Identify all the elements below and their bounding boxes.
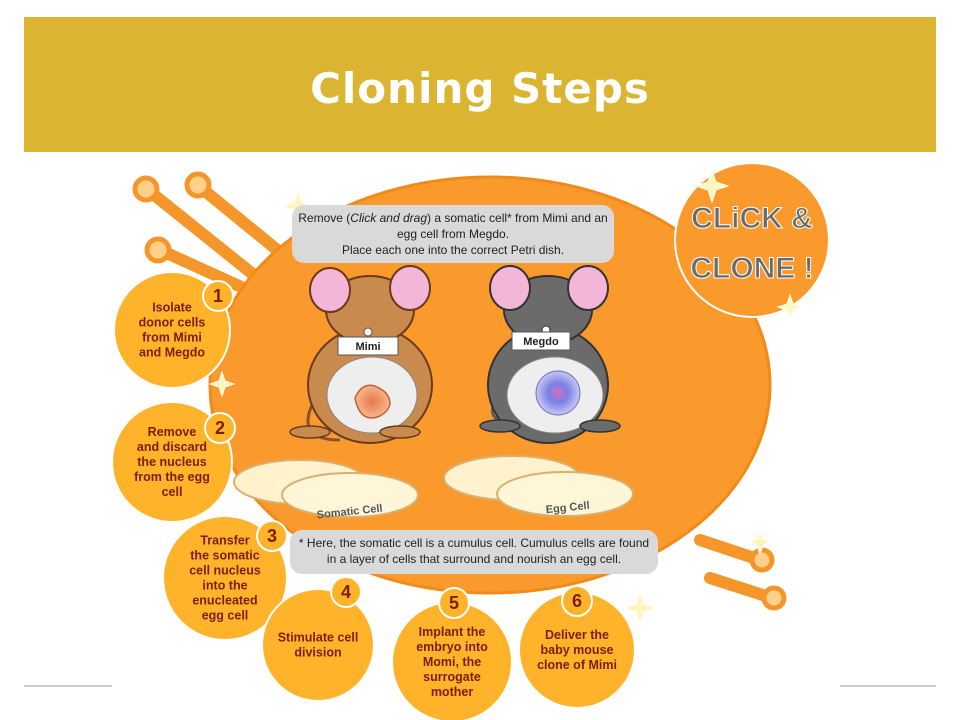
step-number-badge [561, 585, 593, 617]
step-text-line: cell nucleus [189, 564, 261, 578]
footer-rule-left [24, 685, 112, 687]
brand-line2: CLONE ! [690, 252, 813, 285]
step-number: 4 [341, 582, 351, 602]
step-text-line: the nucleus [137, 455, 207, 469]
step-text-line: enucleated [192, 594, 257, 608]
step-number-badge [330, 576, 362, 608]
step-text-line: egg cell [202, 609, 249, 623]
step-text-line: and Megdo [139, 346, 205, 360]
step-text-line: baby mouse [541, 643, 614, 657]
step-text-line: cell [162, 485, 183, 499]
step-number-badge [202, 280, 234, 312]
footnote-line2: in a layer of cells that surround and no… [327, 552, 621, 566]
step-text-line: division [294, 646, 341, 660]
pipe-ends [132, 171, 212, 264]
step-text-line: surrogate [423, 670, 481, 684]
step-text-line: clone of Mimi [537, 658, 617, 672]
title-banner [24, 17, 936, 152]
step-text-line: from the egg [134, 470, 210, 484]
step-number-badge [256, 520, 288, 552]
step-text-line: Isolate [152, 301, 192, 315]
mouse-megdo[interactable]: Megdo [479, 265, 621, 444]
step-circle[interactable] [162, 515, 288, 641]
step-circle[interactable] [111, 401, 233, 523]
step-number: 3 [267, 526, 277, 546]
slide-title: Cloning Steps [310, 64, 650, 113]
dish-label-egg: Egg Cell [545, 500, 590, 517]
step-text-line: Remove [148, 425, 197, 439]
step-text-line: Implant the [419, 625, 486, 639]
step-number: 2 [215, 418, 225, 438]
step-text-line: from Mimi [142, 331, 202, 345]
instruction-line1: Remove (Click and drag) a somatic cell* … [298, 211, 607, 225]
step-circle[interactable] [261, 588, 375, 702]
somatic-cell[interactable] [354, 384, 391, 419]
petri-dish-somatic[interactable]: Somatic Cell [233, 459, 419, 521]
step-text-line: Deliver the [545, 628, 609, 642]
instruction-line3: Place each one into the correct Petri di… [342, 243, 564, 257]
mouse-label-mimi: Mimi [355, 341, 380, 353]
footnote-box: * Here, the somatic cell is a cumulus ce… [290, 530, 658, 574]
step-number-badge [438, 587, 470, 619]
step-text-line: Momi, the [423, 655, 481, 669]
step-text-line: donor cells [139, 316, 206, 330]
footnote-line1: * Here, the somatic cell is a cumulus ce… [299, 536, 649, 550]
step-number: 6 [572, 591, 582, 611]
egg-cell[interactable] [535, 370, 581, 416]
instruction-box: Remove (Click and drag) a somatic cell* … [292, 205, 614, 263]
step-circle[interactable] [113, 271, 231, 389]
step-number-badge [204, 412, 236, 444]
step-text-line: the somatic [190, 549, 260, 563]
instruction-line2: egg cell from Megdo. [397, 227, 509, 241]
step-number: 1 [213, 286, 223, 306]
step-text-line: Stimulate cell [278, 631, 359, 645]
step-text-line: and discard [137, 440, 207, 454]
step-text-line: into the [202, 579, 247, 593]
petri-dish-egg[interactable]: Egg Cell [443, 455, 634, 517]
mouse-mimi[interactable]: Mimi [289, 265, 433, 444]
step-text-line: mother [431, 685, 474, 699]
brand-line1: CLiCK & [691, 202, 813, 235]
pipe-ends-right [749, 547, 787, 611]
step-text-line: Transfer [200, 534, 249, 548]
mouse-label-megdo: Megdo [523, 336, 559, 348]
step-text-line: embryo into [416, 640, 488, 654]
footer-rule-right [840, 685, 936, 687]
click-clone-badge[interactable]: CLiCK & CLONE ! [674, 162, 830, 318]
step-number: 5 [449, 593, 459, 613]
